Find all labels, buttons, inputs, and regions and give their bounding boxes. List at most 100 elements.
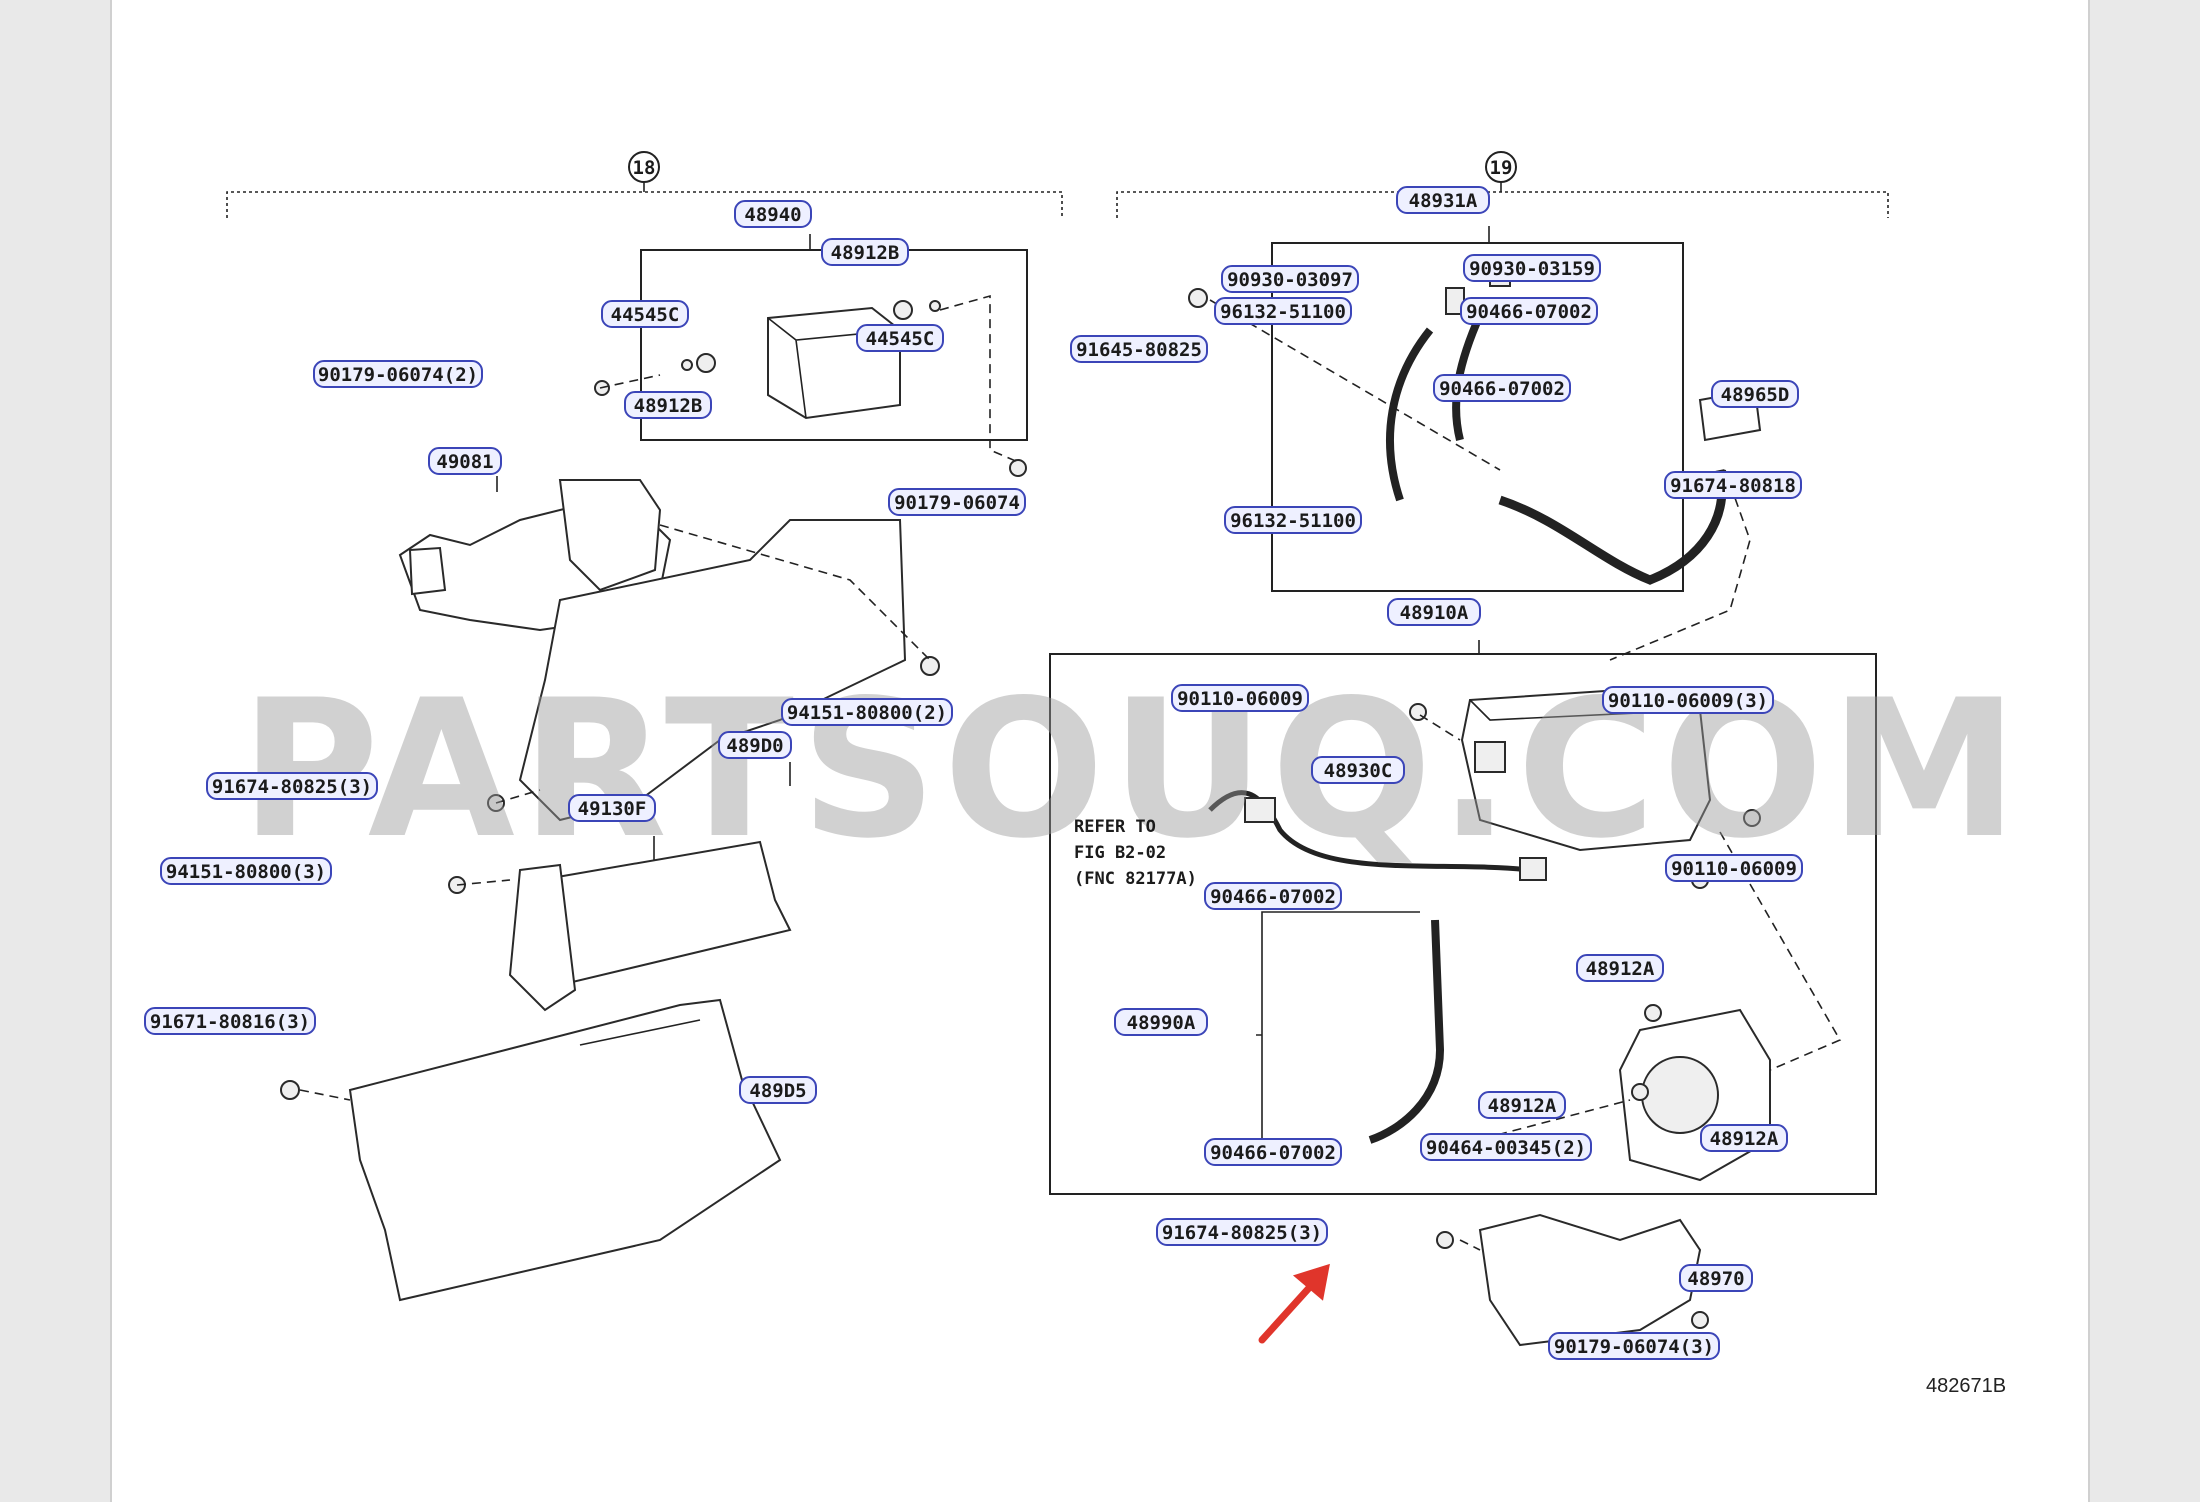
svg-text:49130F: 49130F	[578, 798, 647, 820]
svg-text:91671-80816(3): 91671-80816(3)	[150, 1011, 310, 1033]
part-label-44545C-left[interactable]: 44545C	[601, 300, 689, 328]
svg-text:90466-07002: 90466-07002	[1466, 301, 1592, 323]
part-label-96132-51100-bottom[interactable]: 96132-51100	[1224, 506, 1362, 534]
svg-text:90466-07002: 90466-07002	[1210, 886, 1336, 908]
part-label-90110-06009-right[interactable]: 90110-06009	[1665, 854, 1803, 882]
svg-text:48990A: 48990A	[1127, 1012, 1196, 1034]
part-label-48912A-top[interactable]: 48912A	[1576, 954, 1664, 982]
part-label-91674-80818[interactable]: 91674-80818	[1664, 471, 1802, 499]
assembly-box-48931A	[1271, 242, 1684, 592]
part-label-48912B-bottom[interactable]: 48912B	[624, 391, 712, 419]
refer-note: REFER TO FIG B2-02 (FNC 82177A)	[1074, 817, 1197, 889]
pump-49081-drawing	[398, 479, 940, 822]
group-number-19: 19	[1490, 157, 1513, 179]
part-label-90110-06009-left[interactable]: 90110-06009	[1171, 684, 1309, 712]
note-line-2: FIG B2-02	[1074, 843, 1166, 863]
svg-text:90179-06074: 90179-06074	[894, 492, 1020, 514]
part-label-91645-80825[interactable]: 91645-80825	[1070, 335, 1208, 363]
part-label-90466-07002-a[interactable]: 90466-07002	[1460, 297, 1598, 325]
part-label-48931A[interactable]: 48931A	[1396, 186, 1490, 214]
svg-text:48931A: 48931A	[1409, 190, 1478, 212]
part-label-90464-00345-2[interactable]: 90464-00345(2)	[1420, 1133, 1592, 1161]
svg-text:48930C: 48930C	[1324, 760, 1393, 782]
group-bracket-19: 19	[1116, 151, 1889, 218]
svg-text:90179-06074(3): 90179-06074(3)	[1554, 1336, 1714, 1358]
svg-text:48965D: 48965D	[1721, 384, 1790, 406]
svg-text:49081: 49081	[436, 451, 493, 473]
svg-text:48940: 48940	[744, 204, 801, 226]
svg-text:48910A: 48910A	[1400, 602, 1469, 624]
part-label-90179-06074-2[interactable]: 90179-06074(2)	[313, 360, 483, 388]
part-label-91674-80825-3-bottom[interactable]: 91674-80825(3)	[1156, 1218, 1328, 1246]
part-label-91671-80816-3[interactable]: 91671-80816(3)	[144, 1007, 316, 1035]
part-label-489D5[interactable]: 489D5	[739, 1076, 817, 1104]
figure-reference: 482671B	[1926, 1375, 2006, 1397]
svg-text:48912A: 48912A	[1488, 1095, 1557, 1117]
part-labels: 48940 48912B 44545C 44545C 48912B 90179-…	[144, 186, 1803, 1360]
svg-text:96132-51100: 96132-51100	[1220, 301, 1346, 323]
svg-text:44545C: 44545C	[866, 328, 935, 350]
part-label-44545C-right[interactable]: 44545C	[856, 324, 944, 352]
svg-text:91674-80825(3): 91674-80825(3)	[212, 776, 372, 798]
part-label-48940[interactable]: 48940	[734, 200, 812, 228]
motor-drawing	[1618, 1004, 1771, 1182]
svg-text:489D5: 489D5	[749, 1080, 806, 1102]
note-line-3: (FNC 82177A)	[1074, 869, 1197, 889]
bracket-48970-drawing	[1436, 1213, 1709, 1347]
highlight-arrow	[1258, 1263, 1330, 1344]
part-label-90466-07002-c[interactable]: 90466-07002	[1204, 882, 1342, 910]
hose-48990A-drawing	[1368, 919, 1445, 1144]
part-label-48965D[interactable]: 48965D	[1711, 380, 1799, 408]
svg-text:91674-80825(3): 91674-80825(3)	[1162, 1222, 1322, 1244]
svg-text:91645-80825: 91645-80825	[1076, 339, 1202, 361]
part-label-48912B-top[interactable]: 48912B	[821, 238, 909, 266]
svg-text:48912A: 48912A	[1586, 958, 1655, 980]
svg-text:94151-80800(2): 94151-80800(2)	[787, 702, 947, 724]
group-number-18: 18	[633, 157, 656, 179]
part-label-48970[interactable]: 48970	[1679, 1264, 1753, 1292]
part-label-96132-51100-top[interactable]: 96132-51100	[1214, 297, 1352, 325]
svg-text:90110-06009: 90110-06009	[1671, 858, 1797, 880]
svg-text:90466-07002: 90466-07002	[1210, 1142, 1336, 1164]
svg-text:48912B: 48912B	[831, 242, 900, 264]
svg-text:48912A: 48912A	[1710, 1128, 1779, 1150]
svg-text:44545C: 44545C	[611, 304, 680, 326]
part-label-48912A-right[interactable]: 48912A	[1700, 1124, 1788, 1152]
part-label-49130F[interactable]: 49130F	[568, 794, 656, 822]
part-label-48910A[interactable]: 48910A	[1387, 598, 1481, 626]
svg-text:90110-06009(3): 90110-06009(3)	[1608, 690, 1768, 712]
svg-text:90930-03159: 90930-03159	[1469, 258, 1595, 280]
svg-text:90930-03097: 90930-03097	[1227, 269, 1353, 291]
svg-text:90110-06009: 90110-06009	[1177, 688, 1303, 710]
note-line-1: REFER TO	[1074, 817, 1156, 837]
group-bracket-18: 18	[226, 151, 1063, 218]
part-label-94151-80800-2[interactable]: 94151-80800(2)	[781, 698, 953, 726]
svg-text:96132-51100: 96132-51100	[1230, 510, 1356, 532]
svg-text:94151-80800(3): 94151-80800(3)	[166, 861, 326, 883]
part-label-48912A-mid[interactable]: 48912A	[1478, 1091, 1566, 1119]
part-label-90930-03097[interactable]: 90930-03097	[1221, 265, 1359, 293]
part-label-489D0[interactable]: 489D0	[718, 731, 792, 759]
part-label-48930C[interactable]: 48930C	[1311, 756, 1405, 784]
part-label-94151-80800-3[interactable]: 94151-80800(3)	[160, 857, 332, 885]
svg-text:48970: 48970	[1687, 1268, 1744, 1290]
svg-text:91674-80818: 91674-80818	[1670, 475, 1796, 497]
svg-text:90466-07002: 90466-07002	[1439, 378, 1565, 400]
wiring-harness-drawing	[1208, 790, 1547, 881]
part-label-90179-06074-3[interactable]: 90179-06074(3)	[1548, 1332, 1720, 1360]
part-label-90110-06009-3[interactable]: 90110-06009(3)	[1602, 686, 1774, 714]
svg-text:90464-00345(2): 90464-00345(2)	[1426, 1137, 1586, 1159]
part-label-90179-06074[interactable]: 90179-06074	[888, 488, 1026, 516]
part-label-48990A[interactable]: 48990A	[1114, 1008, 1208, 1036]
svg-text:48912B: 48912B	[634, 395, 703, 417]
part-label-91674-80825-3-left[interactable]: 91674-80825(3)	[206, 772, 378, 800]
part-label-90466-07002-d[interactable]: 90466-07002	[1204, 1138, 1342, 1166]
part-label-90466-07002-b[interactable]: 90466-07002	[1433, 374, 1571, 402]
svg-text:90179-06074(2): 90179-06074(2)	[318, 364, 478, 386]
part-label-49081[interactable]: 49081	[428, 447, 502, 475]
svg-text:489D0: 489D0	[726, 735, 783, 757]
shield-489D5-drawing	[280, 998, 782, 1302]
part-label-90930-03159[interactable]: 90930-03159	[1463, 254, 1601, 282]
assembly-box-48910A	[1049, 653, 1877, 1195]
